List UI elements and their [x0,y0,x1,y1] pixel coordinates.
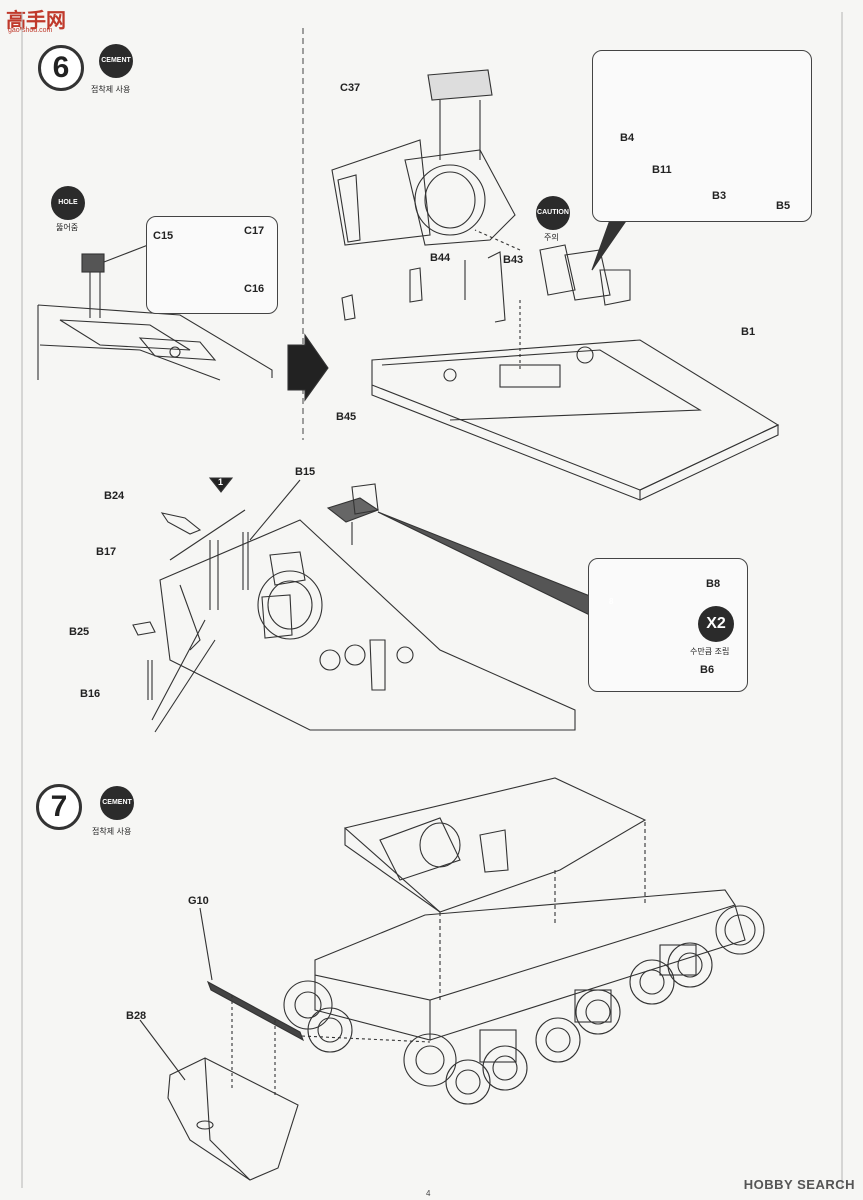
cement-caption-step7: 접착제 사용 [92,827,132,836]
hole-badge: HOLE [51,186,85,220]
cement-caption: 접착제 사용 [91,85,131,94]
part-label-b8: B8 [706,578,721,590]
site-logo: 高手网 [6,8,66,32]
part-label-b45: B45 [336,411,357,423]
part-label-b5: B5 [776,200,791,212]
part-label-b6: B6 [700,664,715,676]
step-7-number: 7 [36,784,82,830]
page-number: 4 [426,1189,431,1198]
part-label-b44: B44 [430,252,451,264]
x2-badge: X2 [698,606,734,642]
cement-badge-step7: CEMENT [100,786,134,820]
part-label-b4: B4 [620,132,635,144]
part-label-c17: C17 [244,225,265,237]
callout-gun-mount [592,50,812,222]
marker-8-label: 8 [609,597,614,606]
part-label-b16: B16 [80,688,101,700]
marker-1-label: 1 [218,477,224,487]
part-label-b24: B24 [104,490,125,502]
footer-brand: HOBBY SEARCH [743,1177,855,1192]
hole-caption: 뚫어줌 [56,223,79,232]
caution-caption: 주의 [544,233,559,242]
callout-hull-parts [146,216,278,314]
part-label-g10: G10 [188,895,209,907]
part-label-b3: B3 [712,190,727,202]
caution-badge: CAUTION [536,196,570,230]
part-label-c15: C15 [153,230,174,242]
part-label-b11: B11 [652,164,672,176]
site-url: gao-shou.com [8,27,53,34]
part-label-b43: B43 [503,254,524,266]
part-label-b17: B17 [96,546,117,558]
part-label-b15: B15 [295,466,316,478]
part-label-c37: C37 [340,82,361,94]
part-label-b25: B25 [69,626,90,638]
part-label-b28: B28 [126,1010,147,1022]
part-label-c16: C16 [244,283,265,295]
part-label-b1: B1 [741,326,756,338]
step-6-number: 6 [38,45,84,91]
x2-caption: 수만큼 조립 [690,647,730,656]
cement-badge: CEMENT [99,44,133,78]
